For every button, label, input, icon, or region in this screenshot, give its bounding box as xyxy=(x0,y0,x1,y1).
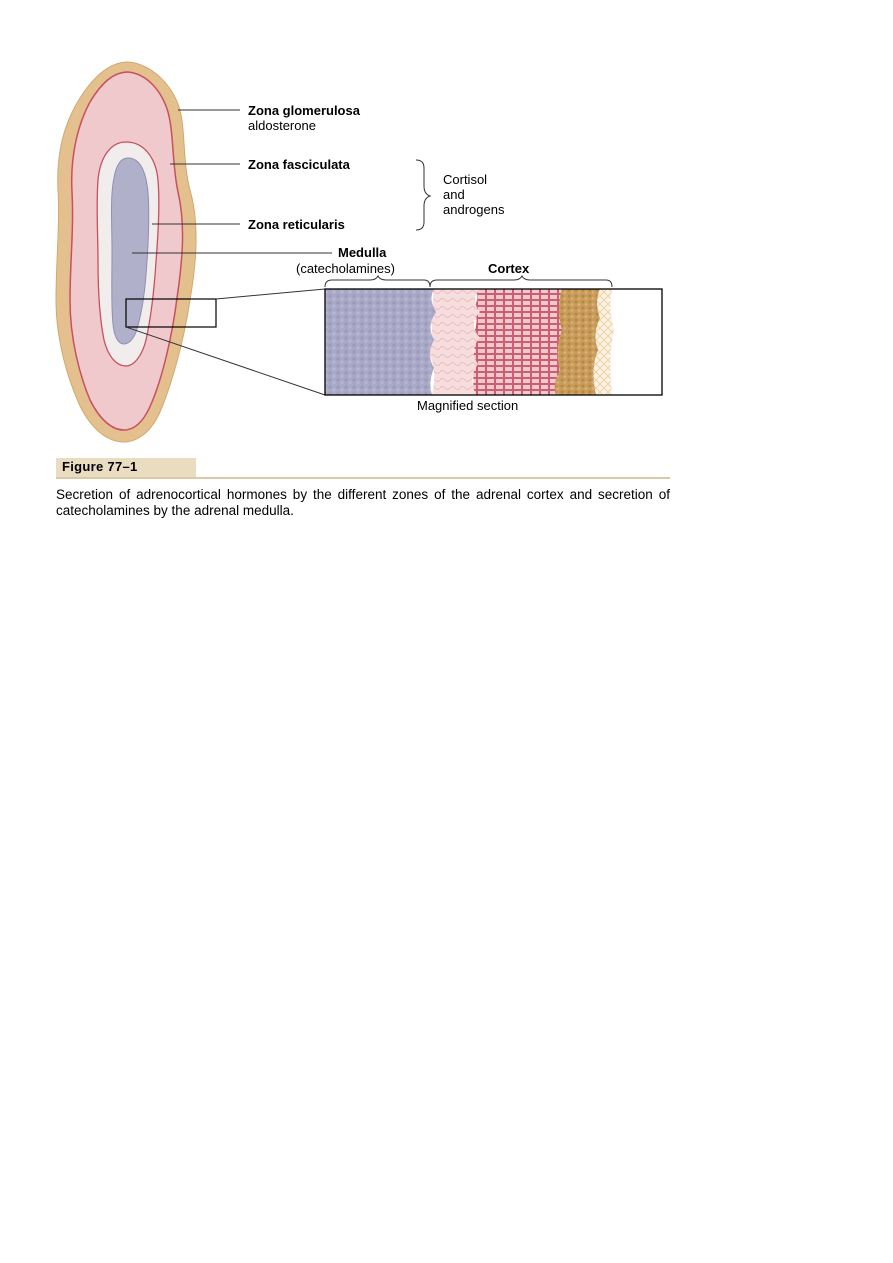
figure-divider xyxy=(56,477,670,479)
label-androgens: androgens xyxy=(443,202,505,217)
label-cortisol: Cortisol xyxy=(443,172,487,187)
adrenal-gland xyxy=(55,61,326,443)
label-zona-reticularis: Zona reticularis xyxy=(248,217,345,232)
magnify-line-bottom xyxy=(125,326,326,396)
label-medulla: Medulla xyxy=(338,245,387,260)
label-magnified-section: Magnified section xyxy=(417,398,518,413)
magnification-box xyxy=(125,298,217,328)
figure-title: Figure 77–1 xyxy=(62,459,138,474)
label-aldosterone: aldosterone xyxy=(248,118,316,133)
mag-glomerulosa xyxy=(550,289,600,395)
brace-cortex xyxy=(429,274,613,288)
figure-caption: Secretion of adrenocortical hormones by … xyxy=(56,487,670,518)
magnified-section-frame xyxy=(324,288,663,396)
label-and: and xyxy=(443,187,465,202)
label-cortex: Cortex xyxy=(488,261,530,276)
figure-label-tab xyxy=(56,458,196,477)
magnify-line-top xyxy=(215,288,326,300)
magnified-section xyxy=(325,289,662,395)
label-zona-glomerulosa: Zona glomerulosa xyxy=(248,103,361,118)
label-catecholamines: (catecholamines) xyxy=(296,261,395,276)
adrenal-gland-figure: Zona glomerulosa aldosterone Zona fascic… xyxy=(55,61,663,443)
brace-medulla xyxy=(324,274,431,288)
mag-fasciculata xyxy=(468,289,562,395)
brace-cortisol xyxy=(415,159,432,231)
medulla-layer xyxy=(111,157,150,345)
mag-reticularis xyxy=(428,289,480,395)
label-zona-fasciculata: Zona fasciculata xyxy=(248,157,351,172)
mag-medulla xyxy=(325,289,436,395)
